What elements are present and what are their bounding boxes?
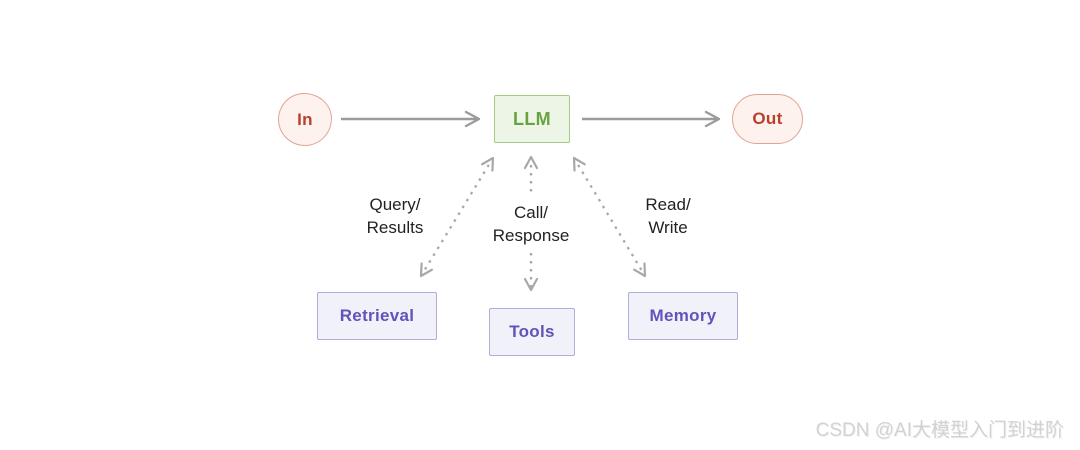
node-retrieval-label: Retrieval (339, 306, 415, 325)
edge-label-query-results: Query/ Results (335, 193, 455, 239)
node-memory: Memory (628, 292, 738, 340)
edge-label-read-line1: Read/ (645, 195, 691, 214)
edge-label-call-line1: Call/ (513, 203, 548, 222)
node-memory-label: Memory (649, 306, 717, 325)
edge-label-read-line2: Write (648, 218, 688, 237)
edge-label-query-line1: Query/ (369, 195, 421, 214)
node-in-label: In (297, 109, 313, 129)
node-tools-label: Tools (509, 322, 555, 341)
node-llm: LLM (494, 95, 570, 143)
edge-label-read-write: Read/ Write (613, 193, 723, 239)
node-out-label: Out (752, 109, 783, 128)
edge-label-call-line2: Response (492, 226, 570, 245)
edge-label-call-response: Call/ Response (471, 197, 591, 251)
watermark: CSDN @AI大模型入门到进阶 (815, 420, 1064, 441)
node-in: In (278, 93, 332, 146)
node-retrieval: Retrieval (317, 292, 437, 340)
node-out: Out (732, 94, 803, 144)
node-tools: Tools (489, 308, 575, 356)
node-llm-label: LLM (513, 108, 551, 129)
edge-label-query-line2: Results (366, 218, 424, 237)
